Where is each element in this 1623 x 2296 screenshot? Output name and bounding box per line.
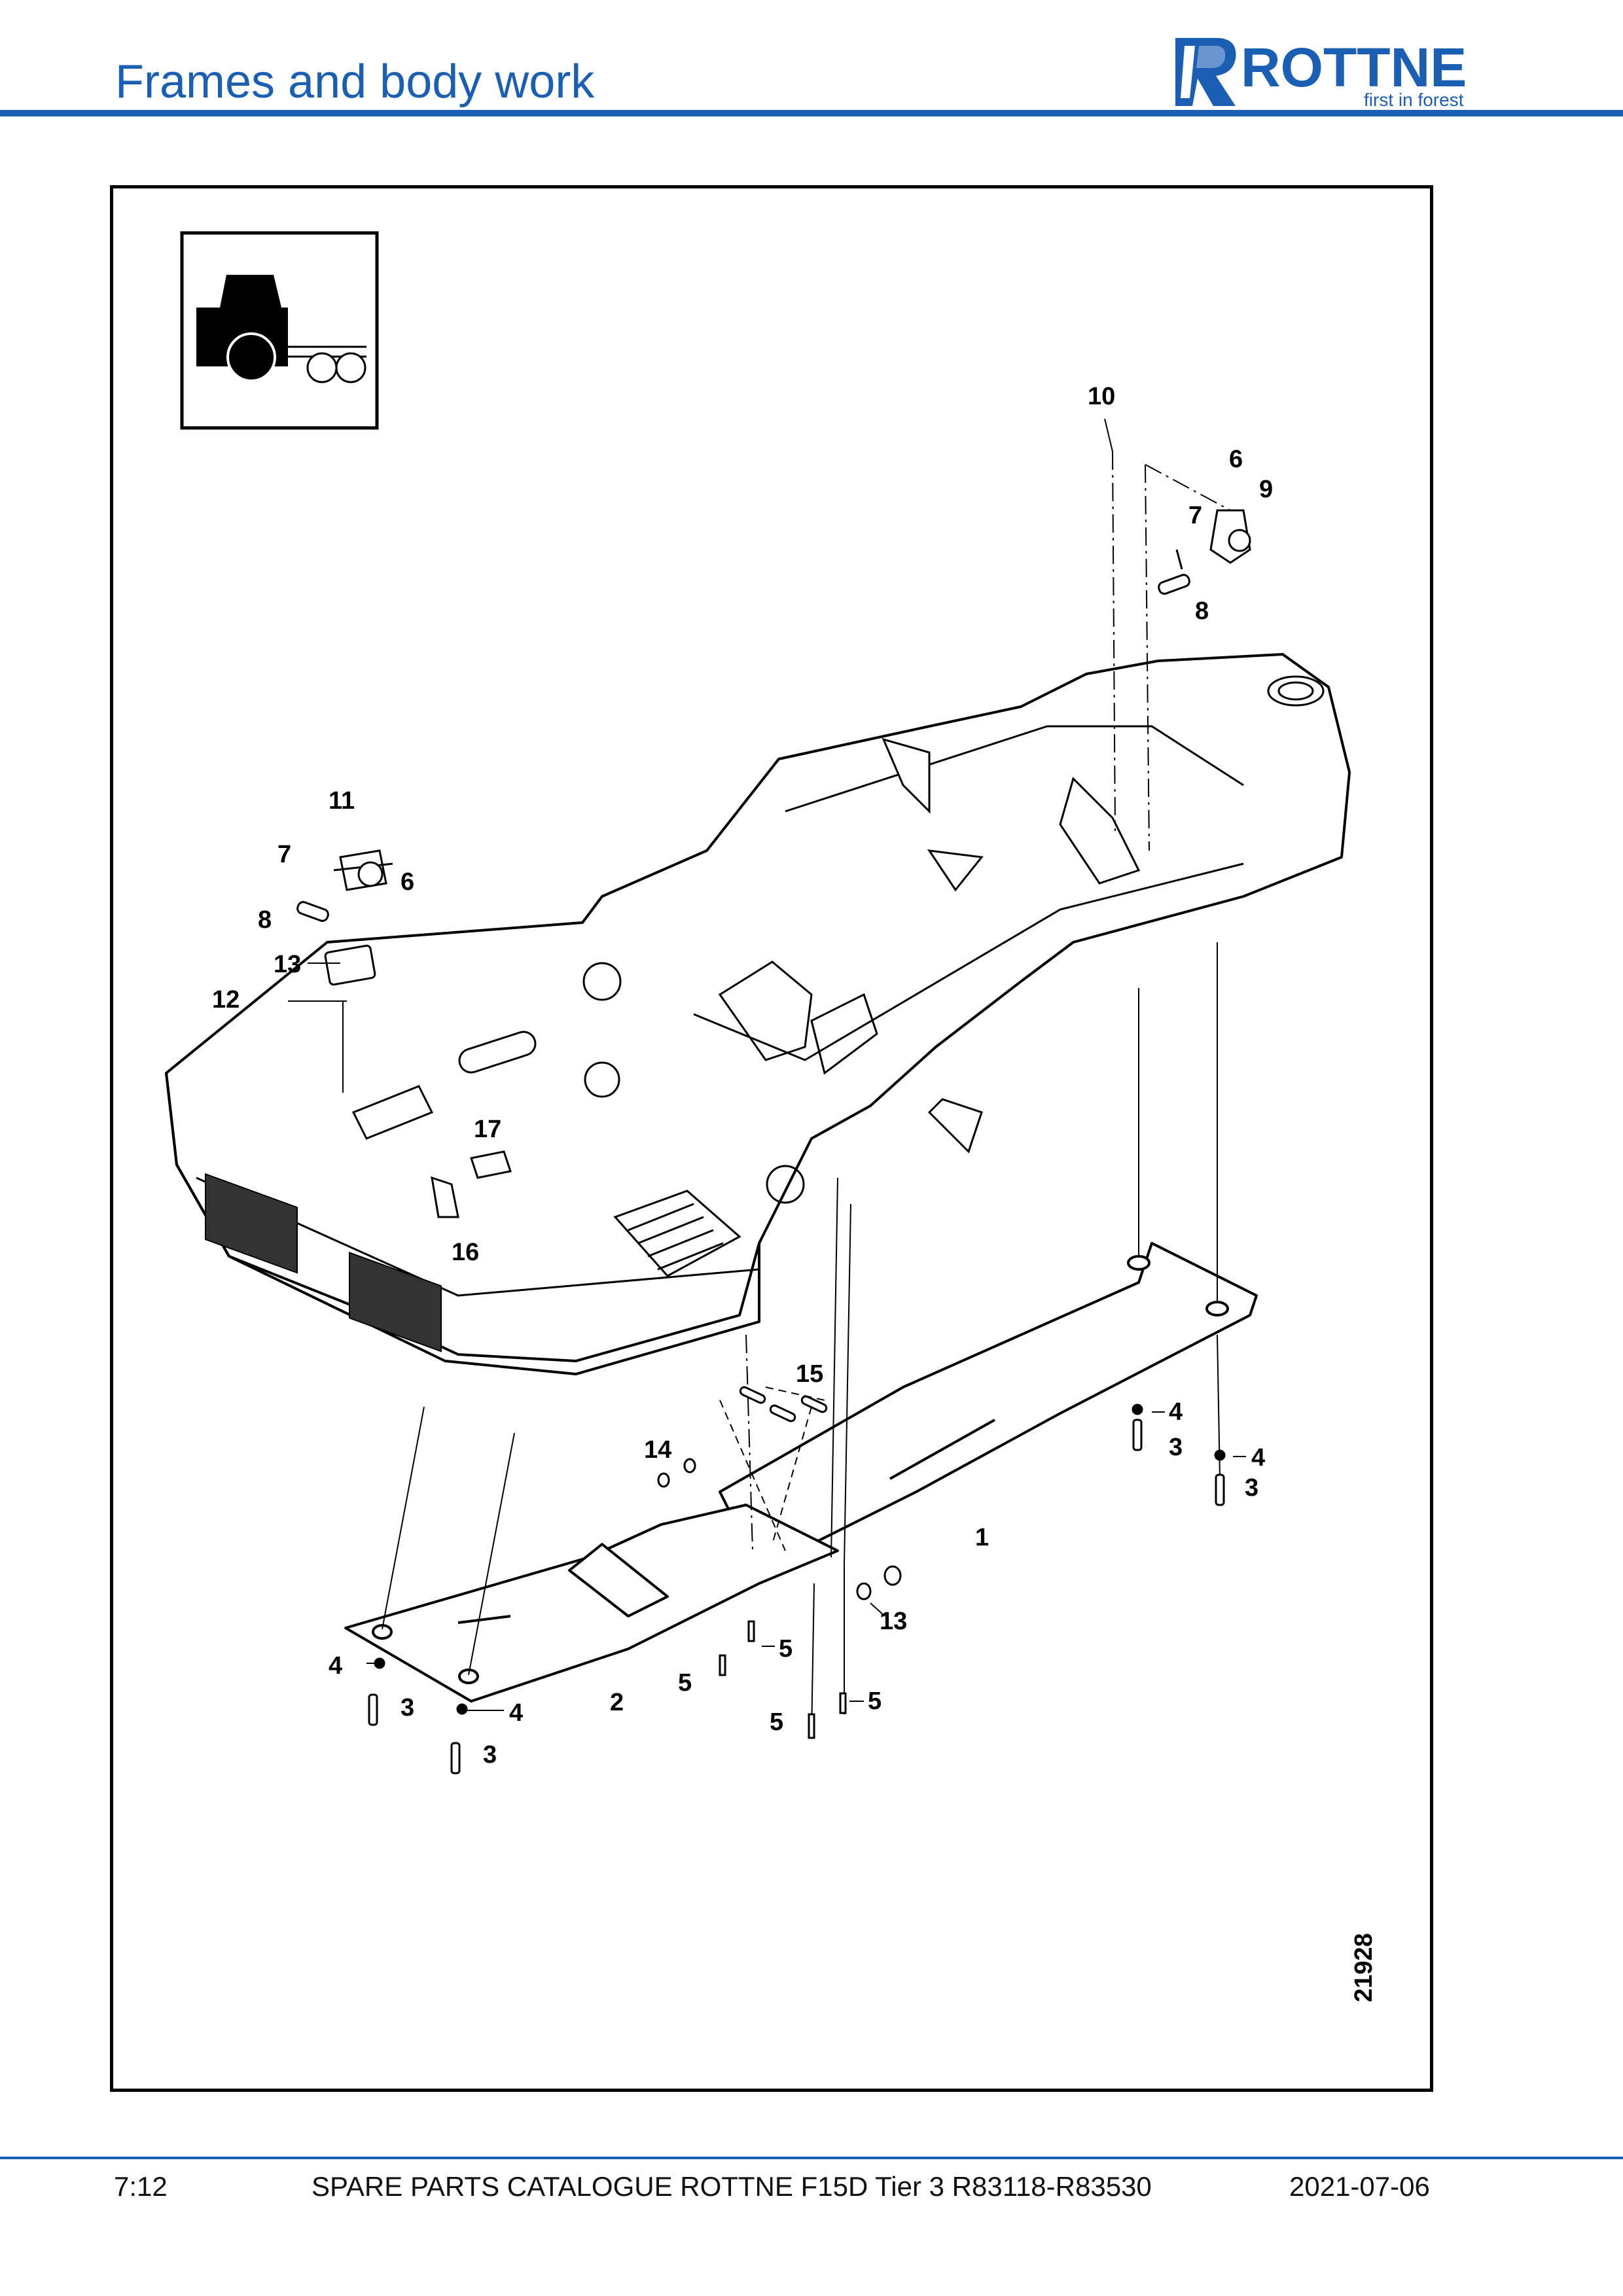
callout-3: 3 bbox=[483, 1741, 497, 1769]
callout-11: 11 bbox=[329, 787, 355, 815]
rottne-logo-mark-icon bbox=[1175, 38, 1236, 106]
assembly-lines bbox=[342, 451, 1231, 1735]
machine-orientation-icon bbox=[180, 231, 379, 430]
header-divider bbox=[0, 110, 1623, 116]
catalogue-date: 2021-07-06 bbox=[1289, 2171, 1430, 2202]
callout-12: 12 bbox=[212, 986, 240, 1014]
logo-brand-text: ROTTNE bbox=[1241, 37, 1467, 98]
callout-3: 3 bbox=[1169, 1434, 1183, 1461]
belly-plate-2 bbox=[344, 1504, 839, 1703]
callout-15: 15 bbox=[796, 1360, 823, 1388]
callout-4: 4 bbox=[1251, 1444, 1265, 1472]
callout-13: 13 bbox=[880, 1608, 907, 1635]
callouts: 1 2 3 3 3 3 4 4 4 4 5 5 5 5 6 6 7 7 8 8 … bbox=[212, 383, 1273, 1769]
callout-8: 8 bbox=[1195, 597, 1209, 625]
page-title: Frames and body work bbox=[115, 56, 595, 108]
callout-4: 4 bbox=[1169, 1398, 1183, 1426]
callout-6: 6 bbox=[1229, 446, 1243, 473]
main-frame-outline bbox=[165, 653, 1351, 1375]
callout-5: 5 bbox=[678, 1669, 692, 1697]
callout-5: 5 bbox=[770, 1708, 783, 1736]
callout-leaders bbox=[288, 418, 1246, 1711]
callout-6: 6 bbox=[401, 868, 414, 896]
callout-4: 4 bbox=[329, 1652, 342, 1680]
callout-9: 9 bbox=[1259, 476, 1273, 503]
callout-5: 5 bbox=[779, 1635, 793, 1663]
callout-4: 4 bbox=[509, 1699, 523, 1727]
footer-divider bbox=[0, 2157, 1623, 2159]
rottne-logo: ROTTNE first in forest bbox=[1175, 37, 1467, 110]
logo-tagline: first in forest bbox=[1364, 90, 1464, 110]
figure-id: 21928 bbox=[1350, 1933, 1378, 2002]
fastener-parts bbox=[296, 509, 1251, 1775]
main-frame-details bbox=[351, 675, 1325, 1277]
callout-3: 3 bbox=[401, 1694, 414, 1722]
catalogue-title: SPARE PARTS CATALOGUE ROTTNE F15D Tier 3… bbox=[312, 2171, 1152, 2202]
callout-7: 7 bbox=[1188, 502, 1202, 529]
drawing-frame bbox=[110, 185, 1433, 2092]
callout-13: 13 bbox=[274, 951, 301, 978]
callout-16: 16 bbox=[452, 1239, 479, 1266]
callout-1: 1 bbox=[975, 1524, 989, 1551]
radiator-grille-left bbox=[205, 1173, 442, 1352]
page-number: 7:12 bbox=[114, 2171, 168, 2202]
callout-10: 10 bbox=[1088, 383, 1115, 410]
callout-17: 17 bbox=[474, 1116, 501, 1143]
callout-8: 8 bbox=[258, 906, 272, 934]
callout-2: 2 bbox=[610, 1689, 624, 1716]
callout-3: 3 bbox=[1245, 1474, 1258, 1502]
callout-14: 14 bbox=[644, 1436, 671, 1464]
callout-7: 7 bbox=[277, 841, 291, 868]
callout-5: 5 bbox=[868, 1687, 882, 1715]
